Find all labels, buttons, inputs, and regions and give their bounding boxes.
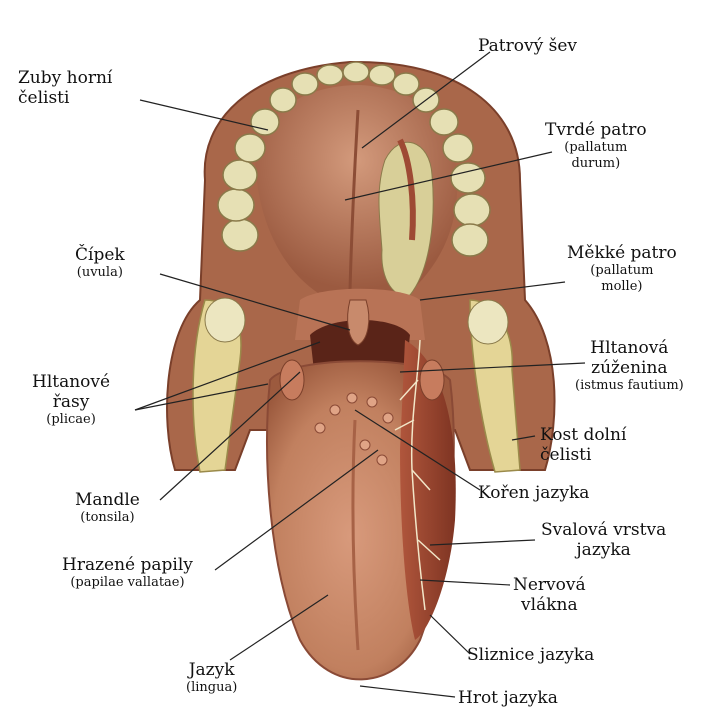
label-sliznice-jazyka: Sliznice jazyka — [467, 645, 594, 665]
label-hltanova-zuzenina: Hltanová zúženina (istmus fautium) — [575, 338, 684, 394]
label-text: Sliznice jazyka — [467, 645, 594, 665]
label-mekke-patro: Měkké patro (pallatum molle) — [567, 243, 677, 295]
label-subtext: (istmus fautium) — [575, 378, 684, 394]
label-text: Mandle — [75, 490, 140, 510]
label-subtext: (plicae) — [32, 412, 110, 428]
label-kost-dolni-celisti: Kost dolní čelisti — [540, 425, 626, 465]
label-text: Zuby horní — [18, 68, 112, 88]
label-text: Měkké patro — [567, 243, 677, 263]
label-text: čelisti — [18, 88, 112, 108]
label-subtext: (pallatum — [545, 140, 647, 156]
label-text: Svalová vrstva — [541, 520, 666, 540]
label-text: Hrot jazyka — [458, 688, 558, 708]
label-text: Patrový šev — [478, 36, 577, 56]
label-koren-jazyka: Kořen jazyka — [478, 483, 589, 503]
label-text: zúženina — [575, 358, 684, 378]
label-tvrde-patro: Tvrdé patro (pallatum durum) — [545, 120, 647, 172]
label-subtext: (pallatum — [567, 263, 677, 279]
label-subtext: (tonsila) — [75, 510, 140, 526]
left-lower-molar — [205, 298, 245, 342]
label-patrovy-sev: Patrový šev — [478, 36, 577, 56]
label-text: Jazyk — [186, 660, 237, 680]
label-hrazene-papily: Hrazené papily (papilae vallatae) — [62, 555, 193, 591]
label-jazyk: Jazyk (lingua) — [186, 660, 237, 696]
label-hltanove-rasy: Hltanové řasy (plicae) — [32, 372, 110, 428]
label-mandle: Mandle (tonsila) — [75, 490, 140, 526]
label-subtext: (lingua) — [186, 680, 237, 696]
label-text: řasy — [32, 392, 110, 412]
label-text: Hltanové — [32, 372, 110, 392]
label-text: čelisti — [540, 445, 626, 465]
label-text: jazyka — [541, 540, 666, 560]
label-subtext: molle) — [567, 279, 677, 295]
label-zuby-horni-celisti: Zuby horní čelisti — [18, 68, 112, 108]
label-subtext: durum) — [545, 156, 647, 172]
label-svalova-vrstva-jazyka: Svalová vrstva jazyka — [541, 520, 666, 560]
label-text: Kořen jazyka — [478, 483, 589, 503]
label-text: Tvrdé patro — [545, 120, 647, 140]
label-subtext: (papilae vallatae) — [62, 575, 193, 591]
label-subtext: (uvula) — [75, 265, 125, 281]
label-text: Čípek — [75, 245, 125, 265]
label-nervova-vlakna: Nervová vlákna — [513, 575, 586, 615]
label-cipek: Čípek (uvula) — [75, 245, 125, 281]
label-text: Kost dolní — [540, 425, 626, 445]
right-lower-molar — [468, 300, 508, 344]
label-hrot-jazyka: Hrot jazyka — [458, 688, 558, 708]
label-text: vlákna — [513, 595, 586, 615]
label-text: Nervová — [513, 575, 586, 595]
label-text: Hrazené papily — [62, 555, 193, 575]
label-text: Hltanová — [575, 338, 684, 358]
